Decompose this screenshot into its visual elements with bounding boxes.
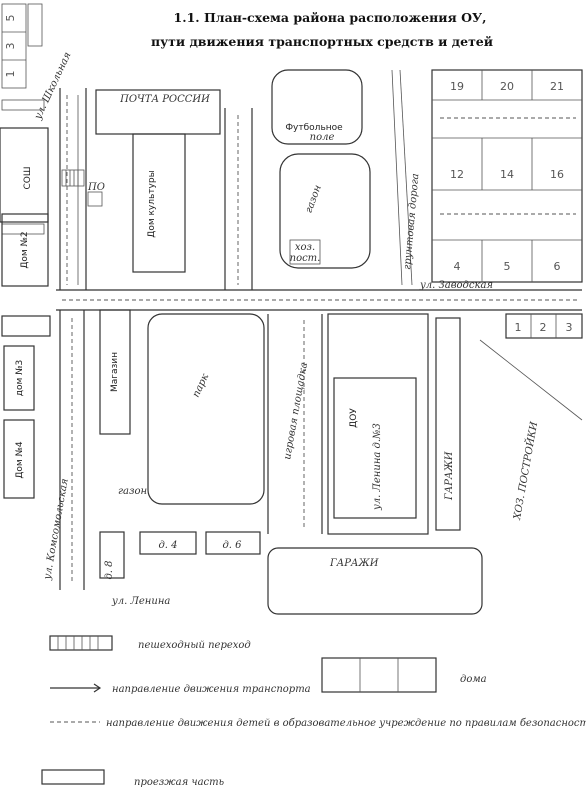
- grid-16: 16: [550, 168, 564, 181]
- legend-entrance-symbol: [41, 769, 105, 785]
- sosh-label: СОШ: [23, 167, 33, 190]
- grid-21: 21: [550, 80, 564, 93]
- house-d6: [205, 531, 261, 555]
- park: [147, 313, 265, 505]
- dom3-label: дом №3: [15, 360, 25, 396]
- right-boxes: [505, 313, 583, 339]
- grid-4: 4: [454, 260, 461, 273]
- right-box-1: 1: [515, 321, 522, 334]
- house-d8: [99, 531, 125, 579]
- crosswalk-marker: [61, 169, 85, 187]
- street-komsomolskaya: ул. Комсомольская: [42, 478, 71, 582]
- pochta-label: ПОЧТА РОССИИ: [119, 94, 210, 105]
- d8-label: д. 8: [104, 560, 115, 579]
- building-dou: [333, 377, 417, 519]
- hoz-post-label: хоз.: [295, 242, 315, 253]
- hoz-postroyki-label: ХОЗ. ПОСТРОЙКИ: [511, 420, 540, 521]
- football-label: Футбольное: [285, 123, 343, 133]
- right-box-3: 3: [566, 321, 573, 334]
- football-label-2: поле: [310, 132, 335, 143]
- title-line-2: пути движения транспортных средств и дет…: [151, 34, 493, 49]
- left-column-boxes: 1 3 5: [1, 3, 43, 89]
- legend: пешеходный переход направление движения …: [41, 635, 586, 788]
- dou-address: ул. Ленина д.№3: [372, 423, 383, 511]
- building-dom-kultury: [132, 133, 186, 273]
- street-gruntovaya: грунтовая дорога: [402, 173, 421, 270]
- football-field: [271, 69, 363, 145]
- building-dom4: [3, 419, 35, 499]
- lawn-bottom-label: газон: [118, 486, 147, 497]
- building-magazin: [99, 309, 131, 435]
- dou-area: [327, 313, 429, 535]
- left-col-num-1: 1: [4, 71, 17, 78]
- grid-6: 6: [554, 260, 561, 273]
- left-col-num-3: 3: [4, 43, 17, 50]
- grid-14: 14: [500, 168, 514, 181]
- hoz-post-label-2: пост.: [290, 253, 321, 264]
- garages-vertical: [435, 317, 461, 531]
- building-sosh: [0, 127, 49, 223]
- igrovaya-label: игровая площадка: [282, 362, 310, 461]
- grid-12: 12: [450, 168, 464, 181]
- legend-crossing-symbol: [49, 635, 113, 651]
- d4-label: д. 4: [158, 540, 177, 551]
- legend-house: дома: [460, 674, 487, 685]
- magazin-label: Магазин: [110, 352, 120, 392]
- left-col-num-5: 5: [4, 15, 17, 22]
- grid-19: 19: [450, 80, 464, 93]
- house-d4: [139, 531, 197, 555]
- building-dom3: [3, 345, 35, 411]
- dom-kultury-label: Дом культуры: [147, 170, 157, 237]
- legend-crossing: пешеходный переход: [138, 640, 251, 651]
- street-lenina: ул. Ленина: [111, 596, 170, 607]
- d6-label: д. 6: [222, 540, 242, 551]
- legend-transport: направление движения транспорта: [112, 684, 311, 695]
- hoz-post-box: [289, 239, 321, 265]
- right-grid: [431, 69, 583, 283]
- garages-vertical-label: ГАРАЖИ: [444, 451, 455, 501]
- legend-house-symbol: [321, 657, 437, 693]
- dom2-label: Дом №2: [20, 231, 30, 268]
- lawn-top-label: газон: [304, 184, 324, 215]
- legend-children: направление движения детей в образовател…: [106, 718, 586, 729]
- road-zavodskaya: [56, 289, 582, 311]
- garages-horizontal: [267, 547, 483, 615]
- road-shkolnaya: [59, 88, 87, 290]
- dom4-label: Дом №4: [15, 441, 25, 479]
- grid-5: 5: [504, 260, 511, 273]
- building-dom2: [1, 213, 49, 287]
- right-box-2: 2: [540, 321, 547, 334]
- legend-entrance: проезжая часть: [134, 777, 224, 788]
- grid-20: 20: [500, 80, 514, 93]
- small-label-po: ПО: [87, 182, 105, 193]
- garages-horizontal-label: ГАРАЖИ: [329, 558, 379, 569]
- lawn-top: [279, 153, 371, 269]
- park-label: парк: [191, 372, 211, 399]
- title-line-1: 1.1. План-схема района расположения ОУ,: [174, 10, 487, 25]
- dou-label: ДОУ: [349, 408, 359, 428]
- street-zavodskaya: ул. Заводская: [419, 280, 493, 291]
